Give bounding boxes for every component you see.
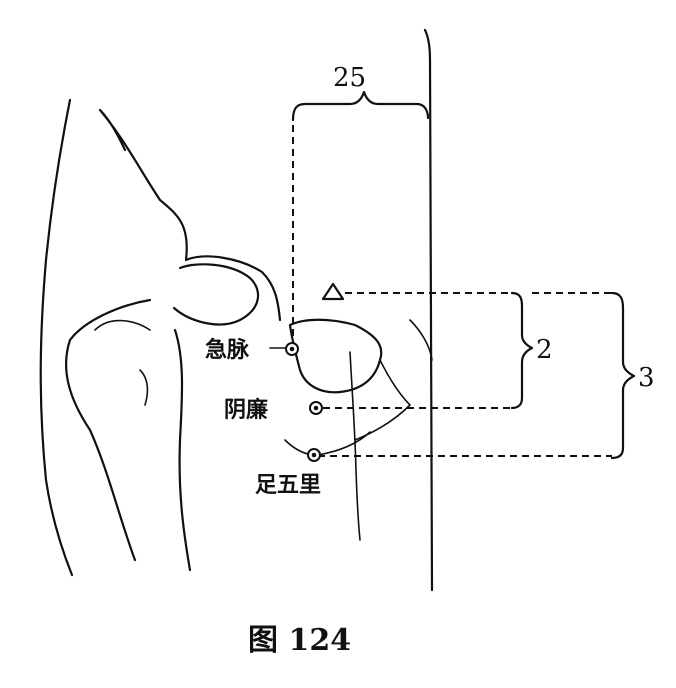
- bracket-horizontal: [291, 90, 430, 122]
- femur-shaft: [65, 298, 192, 572]
- bracket-3: [610, 291, 636, 460]
- label-zuwuli: 足五里: [255, 473, 321, 498]
- point-jimai-marker: [285, 342, 299, 356]
- label-measure-3: 3: [638, 363, 655, 393]
- pubic-ramus: [354, 359, 411, 441]
- leader-vessel: [317, 431, 371, 456]
- figure-caption: 图 124: [248, 623, 351, 658]
- pelvis-outline: [288, 318, 383, 394]
- point-zuwuli-marker: [307, 448, 321, 462]
- ischium-line: [349, 351, 361, 541]
- triangle-marker: [321, 282, 345, 301]
- label-measure-25: 25: [333, 63, 366, 93]
- trochanter-detail: [94, 319, 151, 406]
- label-yinlian: 阴廉: [224, 397, 268, 423]
- midline: [423, 28, 434, 592]
- point-yinlian-marker: [309, 401, 323, 415]
- pubis-edge: [409, 319, 433, 361]
- label-measure-2: 2: [536, 335, 553, 365]
- bracket-2: [510, 291, 534, 410]
- label-jimai: 急脉: [205, 337, 250, 363]
- femoral-head: [172, 263, 260, 326]
- outer-thigh-contour: [39, 98, 74, 577]
- femur-outline: [98, 108, 282, 322]
